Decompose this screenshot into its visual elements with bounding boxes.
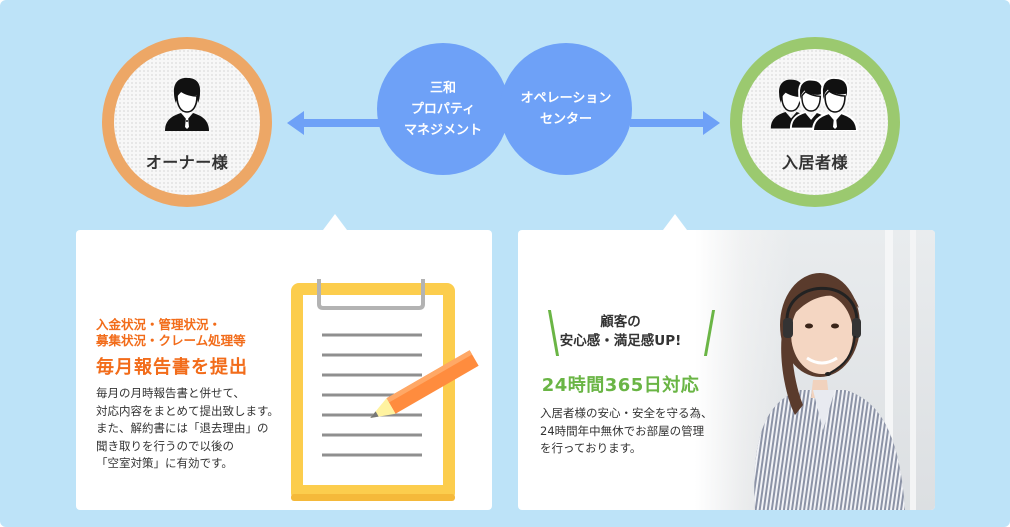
operation-center-circle: オペレーション センター <box>500 43 632 175</box>
clipboard-pencil-icon <box>283 266 483 510</box>
monthly-report-card: 入金状況・管理状況・ 募集状況・クレーム処理等 毎月報告書を提出 毎月の月時報告… <box>76 230 492 510</box>
people-group-icon <box>769 75 861 135</box>
person-icon <box>163 75 211 135</box>
catch-copy-box: 顧客の 安心感・満足感UP! <box>518 310 723 356</box>
sanwa-property-management-circle: 三和 プロパティ マネジメント <box>377 43 509 175</box>
support-text: 顧客の 安心感・満足感UP! 24時間365日対応 入居者様の安心・安全を守る為… <box>518 310 723 458</box>
arrow-right-head-icon <box>703 111 720 135</box>
monthly-report-text: 入金状況・管理状況・ 募集状況・クレーム処理等 毎月報告書を提出 毎月の月時報告… <box>96 317 296 473</box>
support-title: 24時間365日対応 <box>541 375 700 396</box>
owner-circle: オーナー様 <box>102 37 272 207</box>
support-body: 入居者様の安心・安全を守る為、 24時間年中無休でお部屋の管理 を行っております… <box>540 406 713 455</box>
company-label: 三和 プロパティ マネジメント <box>403 80 482 138</box>
resident-circle: 入居者様 <box>730 37 900 207</box>
report-body: 毎月の月時報告書と併せて、 対応内容をまとめて提出致します。 また、解約書には「… <box>96 386 279 470</box>
catch-copy: 顧客の 安心感・満足感UP! <box>559 314 682 349</box>
arrow-left-head-icon <box>287 111 304 135</box>
owner-label: オーナー様 <box>145 153 229 172</box>
report-subtitle: 入金状況・管理状況・ 募集状況・クレーム処理等 <box>96 317 246 348</box>
resident-label: 入居者様 <box>781 153 848 172</box>
arrow-to-owner <box>300 119 380 127</box>
card-pointer-right <box>663 214 687 230</box>
arrow-to-resident <box>630 119 708 127</box>
operator-with-headset-photo <box>695 230 935 510</box>
operation-center-label: オペレーション センター <box>520 91 612 127</box>
report-title: 毎月報告書を提出 <box>96 357 248 378</box>
card-pointer-left <box>323 214 347 230</box>
support-24h-card: 顧客の 安心感・満足感UP! 24時間365日対応 入居者様の安心・安全を守る為… <box>518 230 935 510</box>
